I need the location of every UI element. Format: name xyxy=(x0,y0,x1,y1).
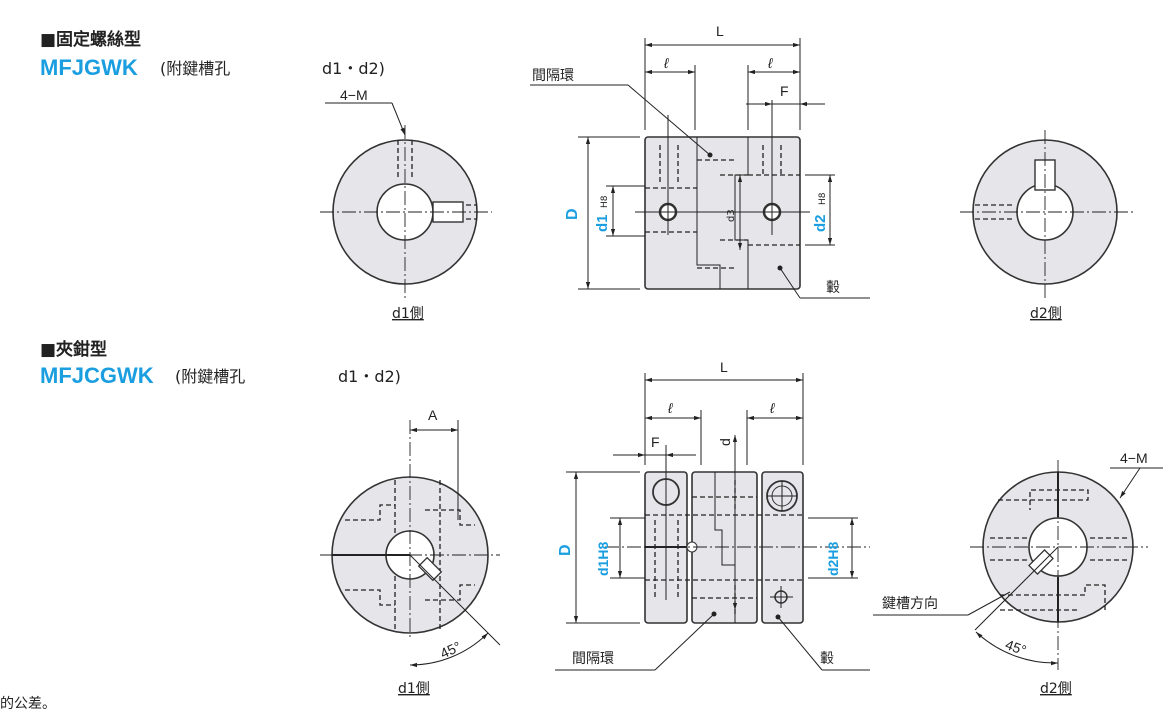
dim-d2-tolerance: H8 xyxy=(818,192,828,205)
side-view-set-screw: L ℓ ℓ F D d1 H8 d3 d2 H8 間隔環 轂 xyxy=(530,23,870,299)
dim-d-clamp: d xyxy=(717,438,733,446)
d2-side-label-clamp: d2側 xyxy=(1040,681,1072,697)
d1-side-label-clamp: d1側 xyxy=(398,681,430,697)
dim-d1-clamp: d1H8 xyxy=(595,542,611,576)
dim-l-right-clamp: ℓ xyxy=(769,400,775,416)
model-code-mfjgwk: MFJGWK xyxy=(40,55,138,80)
keyway-direction-label: 鍵槽方向 xyxy=(882,596,938,612)
dim-d2-clamp: d2H8 xyxy=(825,542,841,576)
side-view-clamp: L ℓ ℓ F d D d1H8 d2H8 間隔環 轂 xyxy=(555,359,870,671)
dim-D-clamp: D xyxy=(557,544,574,556)
dim-d2: d2 xyxy=(812,214,829,232)
angle-45-right: 45° xyxy=(1003,636,1028,658)
end-view-d2-set-screw: d2側 xyxy=(960,130,1135,322)
end-view-d2-clamp: 45° 4−M 鍵槽方向 d2側 xyxy=(873,450,1163,697)
d1-side-label: d1側 xyxy=(392,306,424,322)
dim-l-left: ℓ xyxy=(663,55,669,71)
screw-label: 4−M xyxy=(340,87,368,103)
dim-L-clamp: L xyxy=(720,359,728,375)
model-note-clamp: (附鍵槽孔 xyxy=(175,367,245,386)
dim-F: F xyxy=(780,83,789,99)
dim-A: A xyxy=(428,407,438,423)
d2-side-label: d2側 xyxy=(1030,306,1062,322)
end-view-d1-clamp: A 45° d1側 xyxy=(320,407,501,697)
model-note: (附鍵槽孔 xyxy=(160,59,230,78)
hub-label-clamp: 轂 xyxy=(820,651,834,667)
hub-label: 轂 xyxy=(826,280,840,296)
spacer-label-clamp: 間隔環 xyxy=(572,651,614,667)
end-view-d1-set-screw: 4−M d1側 xyxy=(320,87,492,322)
section-title-clamp: ■夾鉗型 xyxy=(40,339,107,360)
dim-F-clamp: F xyxy=(651,434,660,450)
dim-d3: d3 xyxy=(726,209,737,222)
dim-D: D xyxy=(564,208,581,220)
footer-note: 的公差。 xyxy=(0,696,56,710)
angle-45-left: 45° xyxy=(438,638,464,661)
dim-l-right: ℓ xyxy=(767,55,773,71)
spacer-label: 間隔環 xyxy=(532,68,574,84)
screw-label-clamp: 4−M xyxy=(1120,450,1148,466)
dim-L: L xyxy=(716,23,724,39)
model-note-suffix-clamp: d1・d2) xyxy=(338,367,401,386)
dim-d1-tolerance: H8 xyxy=(600,195,610,208)
model-code-mfjcgwk: MFJCGWK xyxy=(40,363,154,388)
model-note-suffix: d1・d2) xyxy=(322,59,385,78)
section-title-set-screw: ■固定螺絲型 xyxy=(40,29,141,50)
dim-d1: d1 xyxy=(594,214,611,232)
dim-l-left-clamp: ℓ xyxy=(667,400,673,416)
